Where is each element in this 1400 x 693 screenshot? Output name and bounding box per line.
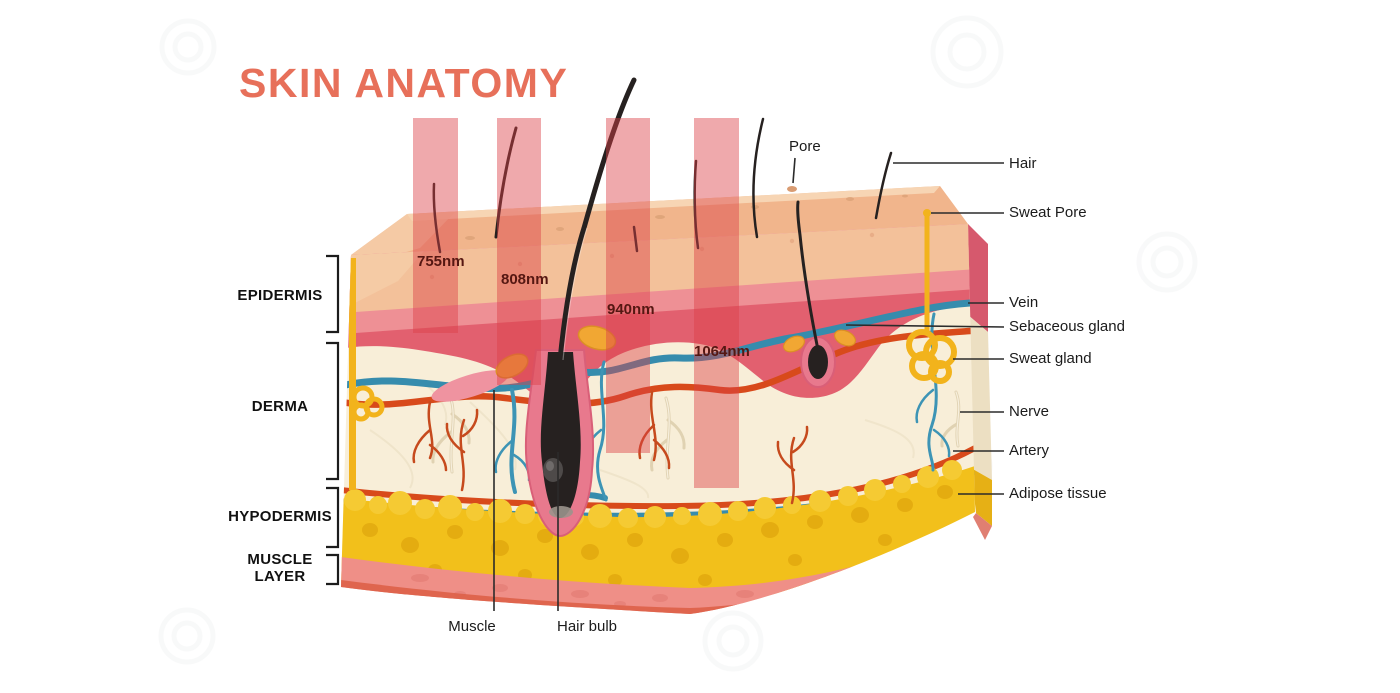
label-sweat-pore: Sweat Pore xyxy=(1009,204,1087,221)
label-sebaceous-gland: Sebaceous gland xyxy=(1009,318,1125,335)
layer-label-derma: DERMA xyxy=(251,398,309,415)
beam-940nm xyxy=(606,118,650,453)
skin-side-face xyxy=(968,224,992,540)
label-sweat-gland: Sweat gland xyxy=(1009,350,1092,367)
beam-755nm xyxy=(413,118,458,333)
diagram-title: SKIN ANATOMY xyxy=(239,60,569,106)
sweat-gland-right xyxy=(906,209,957,384)
leader-lines xyxy=(493,157,1005,611)
label-nerve: Nerve xyxy=(1009,403,1050,420)
layer-label-muscle-layer: MUSCLE LAYER xyxy=(247,551,313,585)
hair-follicle-main xyxy=(495,77,637,538)
sweat-gland-left xyxy=(349,258,385,490)
label-muscle: Muscle xyxy=(448,618,496,635)
wavelength-label-755nm: 755nm xyxy=(417,253,465,270)
beam-1064nm xyxy=(694,118,739,488)
label-pore: Pore xyxy=(789,138,821,155)
surface-hairs xyxy=(432,117,893,254)
layer-label-epidermis: EPIDERMIS xyxy=(237,287,323,304)
sebaceous-gland-main xyxy=(495,325,617,379)
sebaceous-gland-small xyxy=(783,329,856,353)
layer-label-hypodermis: HYPODERMIS xyxy=(228,508,332,525)
label-hair: Hair xyxy=(1009,155,1037,172)
laser-beams xyxy=(413,118,739,488)
beam-808nm xyxy=(497,118,541,385)
wavelength-label-1064nm: 1064nm xyxy=(694,343,750,360)
label-adipose-tissue: Adipose tissue xyxy=(1009,485,1107,502)
label-hair-bulb: Hair bulb xyxy=(556,618,618,635)
label-vein: Vein xyxy=(1009,294,1039,311)
layer-brackets xyxy=(326,254,340,586)
wavelength-label-808nm: 808nm xyxy=(501,271,549,288)
wavelength-label-940nm: 940nm xyxy=(607,301,655,318)
arrector-pili-muscle xyxy=(431,370,509,402)
label-artery: Artery xyxy=(1009,442,1050,459)
hair-follicle-small xyxy=(783,200,856,388)
